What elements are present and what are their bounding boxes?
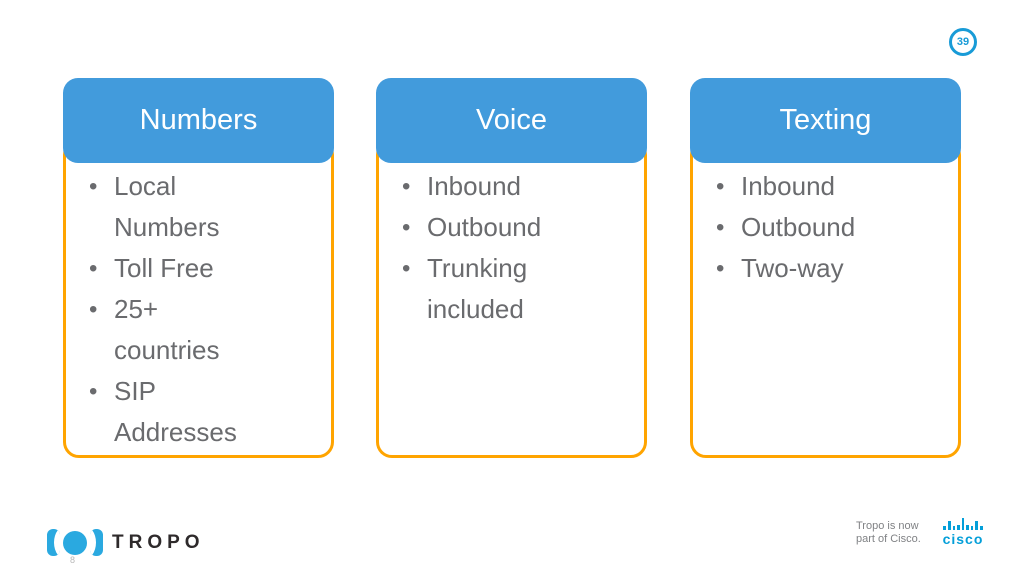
list-item: SIP Addresses [84,371,330,453]
circle-icon [63,530,87,555]
card-voice-list: Inbound Outbound Trunking included [376,163,647,458]
card-numbers-header: Numbers [63,78,334,163]
tropo-wordmark: TROPO [112,531,205,553]
card-numbers-title: Numbers [139,104,258,136]
card-voice-header: Voice [376,78,647,163]
list-item: Local Numbers [84,166,330,248]
card-voice-title: Voice [476,104,547,136]
cisco-logo: cisco [938,517,988,547]
left-bracket-icon [47,529,60,556]
card-texting-title: Texting [779,104,872,136]
cisco-note-line1: Tropo is now [856,520,919,532]
card-texting: Texting Inbound Outbound Two-way [690,78,961,458]
list-item: 25+ countries [84,289,330,371]
card-numbers: Numbers Local Numbers Toll Free 25+ coun… [63,78,334,458]
list-item: Outbound [711,207,957,248]
list-item: Trunking included [397,248,643,330]
page-number-badge: 39 [949,28,977,56]
list-item: Toll Free [84,248,330,289]
card-numbers-list: Local Numbers Toll Free 25+ countries SI… [63,163,334,458]
cisco-note: Tropo is now part of Cisco. [856,520,921,546]
card-voice: Voice Inbound Outbound Trunking included [376,78,647,458]
list-item: Inbound [397,166,643,207]
card-texting-header: Texting [690,78,961,163]
cisco-note-line2: part of Cisco. [856,533,921,545]
card-texting-list: Inbound Outbound Two-way [690,163,961,458]
tropo-brackets-icon [47,529,103,556]
cisco-wordmark: cisco [942,531,984,547]
cisco-bridge-icon [938,517,988,530]
stray-glyph: 8 [70,555,76,565]
tropo-logo: TROPO [47,529,205,556]
right-bracket-icon [90,529,103,556]
list-item: Inbound [711,166,957,207]
list-item: Outbound [397,207,643,248]
list-item: Two-way [711,248,957,289]
